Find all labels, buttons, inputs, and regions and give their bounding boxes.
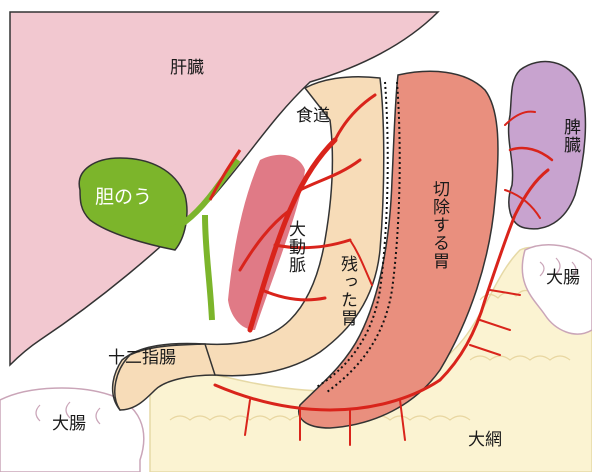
resected-stomach-shape xyxy=(298,70,499,429)
large-intestine-right-label: 大腸 xyxy=(546,268,580,288)
blood-vessels xyxy=(213,93,554,446)
aorta-shadow-shape xyxy=(228,154,305,330)
large-intestine-left-label: 大腸 xyxy=(52,414,86,434)
large-intestine-right-shape xyxy=(521,244,592,335)
gallbladder-label: 胆のう xyxy=(95,186,153,208)
remaining-stomach-label: 残った胃 xyxy=(337,255,357,327)
omentum-label: 大網 xyxy=(468,430,502,450)
esophagus-label: 食道 xyxy=(296,106,330,126)
liver-label: 肝臓 xyxy=(170,58,204,78)
large-intestine-left-shape xyxy=(0,387,145,473)
aorta-label: 大動脈 xyxy=(285,220,305,274)
resected-stomach-label: 切除する胃 xyxy=(429,180,449,270)
duodenum-shape xyxy=(114,343,217,411)
duodenum-label: 十二指腸 xyxy=(108,348,176,368)
spleen-shape xyxy=(507,60,587,230)
spleen-label: 脾臓 xyxy=(560,118,580,154)
